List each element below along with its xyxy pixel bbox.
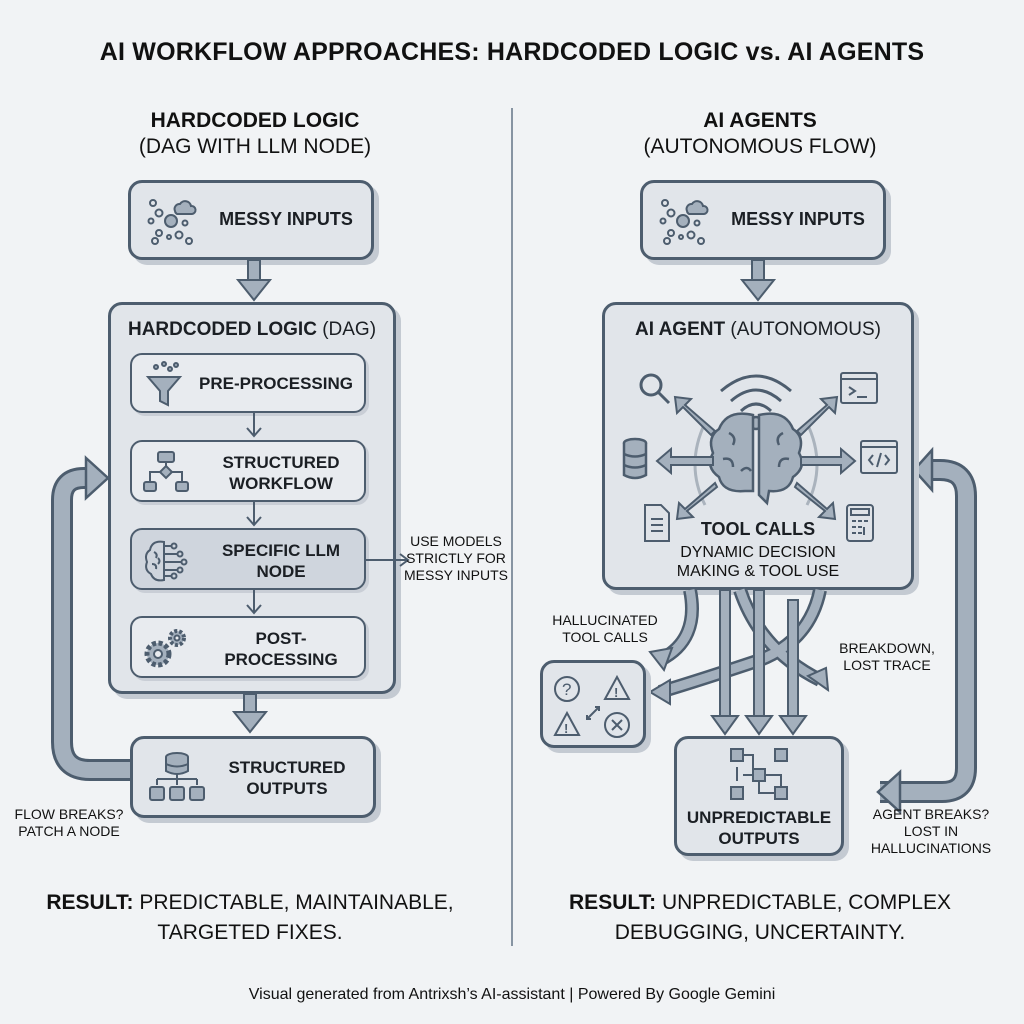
left-messy-inputs-box: MESSY INPUTS bbox=[128, 180, 374, 260]
svg-text:!: ! bbox=[564, 721, 568, 736]
hallucinated-tool-calls-note: HALLUCINATED TOOL CALLS bbox=[552, 612, 658, 645]
brain-icon bbox=[708, 412, 804, 506]
arrow-down-icon bbox=[231, 693, 269, 734]
page-title: AI WORKFLOW APPROACHES: HARDCODED LOGIC … bbox=[99, 38, 925, 66]
database-tree-icon bbox=[149, 752, 205, 801]
agent-hub-graphic bbox=[622, 372, 898, 542]
unpredictable-outputs-box: UNPREDICTABLE OUTPUTS bbox=[674, 736, 844, 856]
left-result: RESULT: PREDICTABLE, MAINTAINABLE, TARGE… bbox=[46, 891, 454, 944]
llm-usage-note: USE MODELS STRICTLY FOR MESSY INPUTS bbox=[404, 533, 508, 583]
svg-text:?: ? bbox=[562, 680, 571, 699]
column-divider bbox=[511, 108, 513, 946]
right-heading-subtitle: (AUTONOMOUS FLOW) bbox=[643, 135, 877, 158]
ai-agent-box: AI AGENT (AUTONOMOUS) TOOL CALLS DYNAMIC… bbox=[602, 302, 914, 590]
left-heading-title: HARDCODED LOGIC bbox=[150, 109, 360, 132]
warning-icon bbox=[603, 674, 631, 700]
search-icon bbox=[639, 373, 671, 405]
arrow-down-icon bbox=[246, 590, 262, 615]
arrow-down-icon bbox=[739, 259, 777, 302]
left-loop-note: FLOW BREAKS? PATCH A NODE bbox=[14, 806, 124, 839]
scattered-data-cloud-icon bbox=[147, 199, 197, 245]
warning-icon bbox=[553, 710, 581, 736]
left-messy-inputs-label: MESSY INPUTS bbox=[219, 209, 353, 229]
structured-outputs-box: STRUCTURED OUTPUTS bbox=[130, 736, 376, 818]
step-label: POST-PROCESSING bbox=[224, 629, 338, 669]
step-label: PRE-PROCESSING bbox=[199, 374, 353, 393]
flowchart-icon bbox=[143, 451, 189, 492]
step-label: STRUCTURED WORKFLOW bbox=[222, 453, 340, 493]
step-structured-workflow: STRUCTURED WORKFLOW bbox=[130, 440, 366, 502]
right-messy-inputs-label: MESSY INPUTS bbox=[731, 209, 865, 229]
error-x-icon bbox=[604, 712, 630, 738]
database-icon bbox=[622, 437, 648, 480]
right-heading: AI AGENTS (AUTONOMOUS FLOW) bbox=[610, 108, 910, 160]
svg-text:!: ! bbox=[614, 685, 618, 700]
arrow-right-icon bbox=[366, 553, 410, 567]
question-icon bbox=[554, 676, 580, 702]
agent-caption: DYNAMIC DECISION MAKING & TOOL USE bbox=[676, 544, 840, 580]
step-label: SPECIFIC LLM NODE bbox=[221, 541, 341, 581]
right-messy-inputs-box: MESSY INPUTS bbox=[640, 180, 886, 260]
agent-title: AI AGENT (AUTONOMOUS) bbox=[635, 319, 881, 340]
scattered-data-cloud-icon bbox=[659, 199, 709, 245]
step-specific-llm-node: SPECIFIC LLM NODE bbox=[130, 528, 366, 590]
funnel-icon bbox=[145, 361, 183, 407]
right-result: RESULT: UNPREDICTABLE, COMPLEX DEBUGGING… bbox=[569, 891, 951, 944]
footer-credit: Visual generated from Antrixsh’s AI-assi… bbox=[248, 986, 776, 1003]
tangled-nodes-icon bbox=[730, 748, 788, 800]
document-icon bbox=[644, 504, 670, 542]
brain-circuit-icon bbox=[145, 540, 188, 582]
arrow-down-icon bbox=[235, 259, 273, 302]
error-box: ? ! ! bbox=[540, 660, 646, 748]
right-heading-title: AI AGENTS bbox=[703, 109, 817, 132]
step-pre-processing: PRE-PROCESSING bbox=[130, 353, 366, 413]
tool-calls-caption: TOOL CALLS bbox=[700, 519, 816, 539]
arrow-down-icon bbox=[246, 502, 262, 527]
right-loop-note: AGENT BREAKS? LOST IN HALLUCINATIONS bbox=[870, 806, 992, 856]
calculator-icon bbox=[846, 504, 874, 542]
step-post-processing: POST-PROCESSING bbox=[130, 616, 366, 678]
arrow-down-icon bbox=[246, 413, 262, 438]
container-title: HARDCODED LOGIC (DAG) bbox=[127, 319, 377, 340]
structured-outputs-label: STRUCTURED OUTPUTS bbox=[228, 758, 346, 798]
gears-icon bbox=[144, 629, 186, 668]
left-heading-subtitle: (DAG WITH LLM NODE) bbox=[138, 135, 372, 158]
terminal-icon bbox=[840, 372, 878, 404]
left-heading: HARDCODED LOGIC (DAG WITH LLM NODE) bbox=[100, 108, 410, 160]
breakdown-note: BREAKDOWN, LOST TRACE bbox=[839, 640, 935, 673]
wireless-icon bbox=[720, 374, 792, 413]
unpredictable-outputs-label: UNPREDICTABLE OUTPUTS bbox=[686, 808, 832, 848]
code-icon bbox=[860, 440, 898, 474]
error-icons: ? ! ! bbox=[553, 674, 631, 738]
